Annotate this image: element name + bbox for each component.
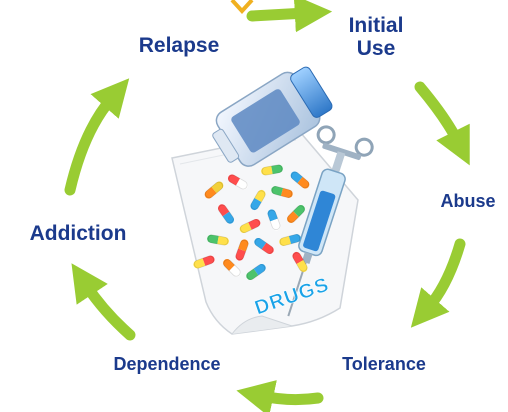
pill-capsule [250,189,266,211]
pill-capsule [267,209,281,231]
top-orange-chevron-icon [230,0,254,14]
cycle-arrow-initial-to-abuse [414,81,470,166]
stage-label-relapse: Relapse [138,34,220,57]
pill-capsule [239,219,261,233]
pill-capsule [218,204,234,224]
pill-capsule [292,251,308,273]
pill-capsule [204,181,224,199]
cycle-arrow-addiction-to-relapse [64,78,130,196]
cycle-arrow-relapse-to-initial [246,0,333,33]
pill-capsule [290,171,310,189]
stage-label-dependence: Dependence [113,354,221,374]
stage-label-initial-use: Initial Use [334,14,418,60]
cycle-arrow-dependence-to-addiction [71,263,136,341]
initial-use-line-2: Use [356,37,396,60]
pill-capsule [261,164,283,176]
pill-capsule [235,239,249,261]
initial-use-line-1: Initial [348,14,404,37]
pill-capsule [287,205,305,223]
cycle-arrow-abuse-to-tolerance [410,238,466,328]
stage-label-tolerance: Tolerance [342,354,426,374]
stage-label-abuse: Abuse [440,191,496,211]
pill-bottle-icon [212,66,333,167]
pill-capsule [207,234,229,246]
pill-capsule [254,238,274,254]
pill-capsule [227,174,249,190]
cycle-arrow-tolerance-to-dependence [236,380,324,412]
stage-label-addiction: Addiction [29,222,127,245]
pill-capsule [246,264,266,280]
scattered-pills [193,164,310,280]
pill-capsule [271,186,293,198]
pill-capsule [193,255,215,269]
pill-capsule [279,234,301,246]
